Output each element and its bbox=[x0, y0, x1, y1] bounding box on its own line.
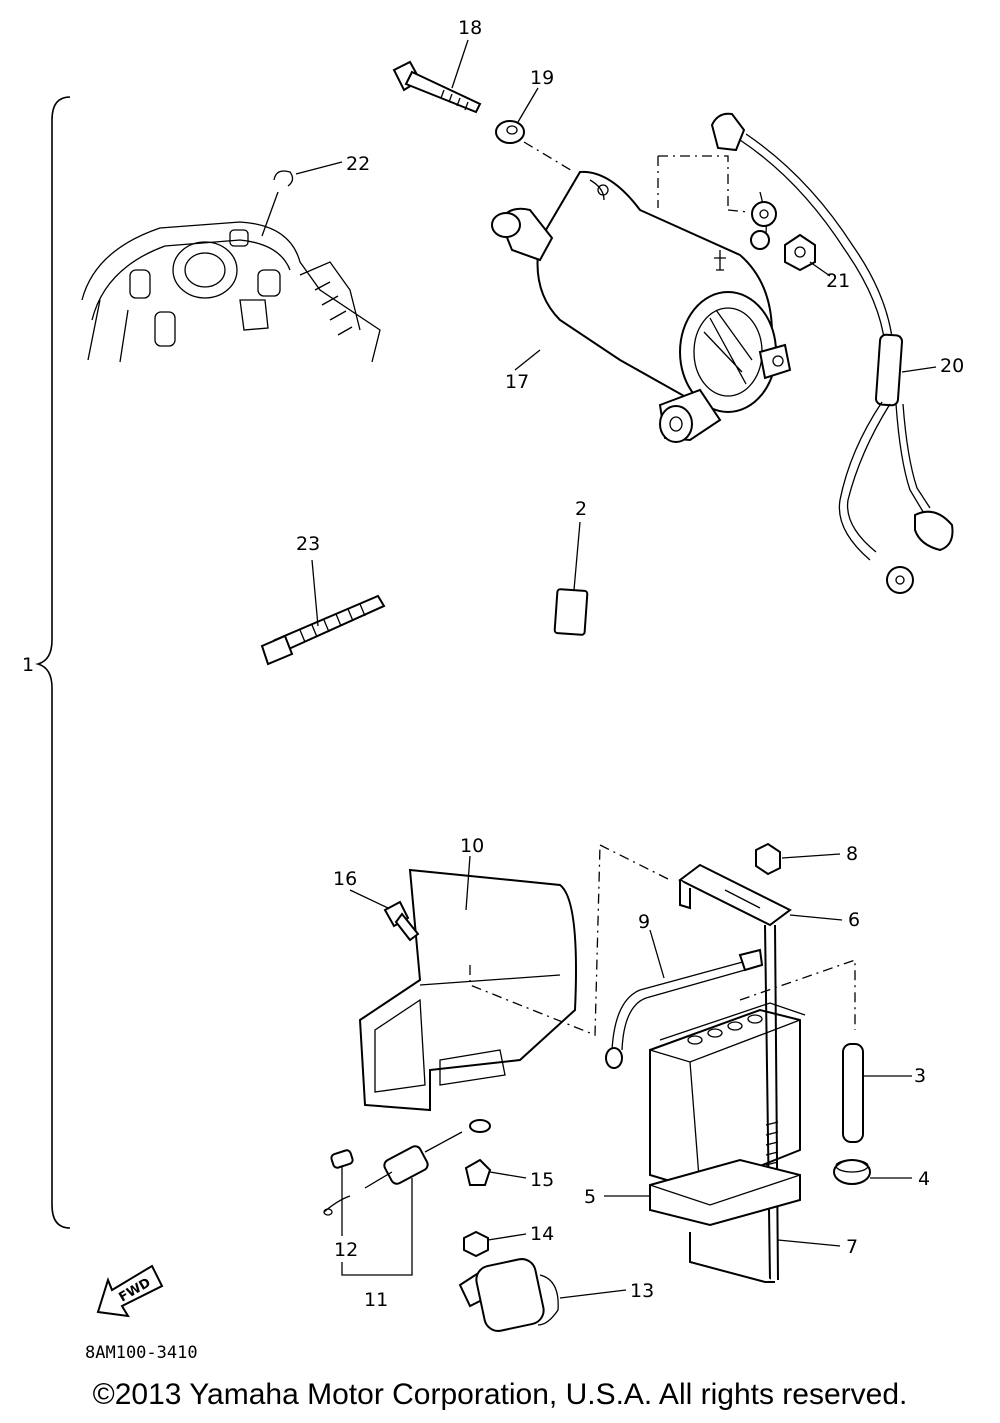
battery-lead-9 bbox=[605, 948, 764, 1069]
cap-4 bbox=[833, 1159, 871, 1185]
starter-cable-20 bbox=[710, 112, 954, 594]
callout-5: 5 bbox=[584, 1186, 596, 1208]
bolt-16 bbox=[383, 900, 420, 942]
callout-21: 21 bbox=[826, 270, 850, 292]
starter-motor-17 bbox=[491, 170, 792, 443]
assembly-brace bbox=[35, 96, 71, 1229]
callout-1: 1 bbox=[22, 654, 34, 676]
callout-19: 19 bbox=[530, 67, 554, 89]
callout-16: 16 bbox=[333, 868, 357, 890]
engine-block bbox=[81, 221, 381, 363]
fuse-holder-11 bbox=[323, 1119, 491, 1216]
callout-20: 20 bbox=[940, 355, 964, 377]
battery-rod-7 bbox=[689, 924, 779, 1283]
relay-13 bbox=[458, 1258, 559, 1332]
callout-4: 4 bbox=[918, 1168, 930, 1190]
callout-9: 9 bbox=[638, 911, 650, 933]
diagram-code: 8AM100-3410 bbox=[85, 1343, 198, 1363]
callout-7: 7 bbox=[846, 1236, 858, 1258]
callout-2: 2 bbox=[575, 498, 587, 520]
pad-2 bbox=[553, 588, 589, 636]
vent-tube-3 bbox=[842, 1043, 864, 1143]
clip-22 bbox=[273, 170, 294, 187]
callout-3: 3 bbox=[914, 1065, 926, 1087]
callout-15: 15 bbox=[530, 1169, 554, 1191]
battery bbox=[649, 1002, 806, 1192]
callout-8: 8 bbox=[846, 843, 858, 865]
nut-21 bbox=[784, 233, 816, 272]
callout-14: 14 bbox=[530, 1223, 554, 1245]
bolt-18 bbox=[392, 60, 482, 114]
washer-19 bbox=[495, 120, 525, 144]
cable-tie-23 bbox=[260, 594, 386, 666]
callout-23: 23 bbox=[296, 533, 320, 555]
callout-13: 13 bbox=[630, 1280, 654, 1302]
callout-10: 10 bbox=[460, 835, 484, 857]
copyright-notice: ©2013 Yamaha Motor Corporation, U.S.A. A… bbox=[92, 1378, 908, 1411]
nut-14 bbox=[463, 1230, 489, 1258]
callout-6: 6 bbox=[848, 909, 860, 931]
callout-12: 12 bbox=[334, 1239, 358, 1261]
callout-17: 17 bbox=[505, 371, 529, 393]
callout-11: 11 bbox=[364, 1289, 388, 1311]
forward-arrow-icon: FWD bbox=[96, 1264, 164, 1318]
battery-tray-5 bbox=[649, 1158, 801, 1227]
battery-bracket-6 bbox=[678, 863, 792, 927]
callout-22: 22 bbox=[346, 153, 370, 175]
clip-15 bbox=[464, 1158, 492, 1186]
callout-18: 18 bbox=[458, 17, 482, 39]
nut-8 bbox=[755, 842, 781, 876]
battery-box-10 bbox=[358, 868, 577, 1112]
